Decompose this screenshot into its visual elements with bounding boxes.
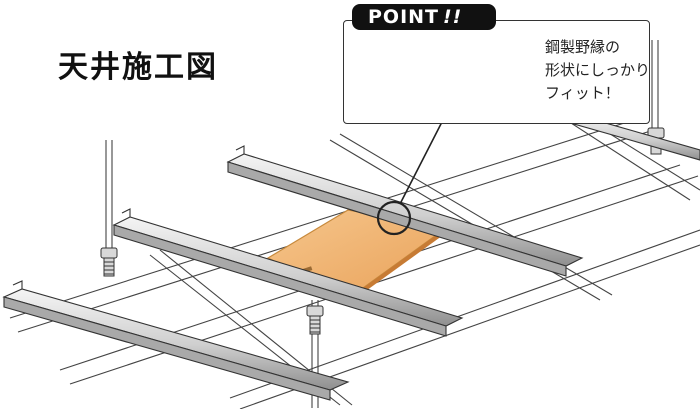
point-badge-text: POINT: [368, 6, 440, 28]
steel-furring-channel: [2, 280, 350, 401]
leader-line: [399, 117, 445, 205]
hanger-bolt-icon: [306, 305, 324, 335]
point-badge: POINT!!: [352, 4, 496, 30]
callout-box: [343, 20, 650, 124]
point-badge-mark: !!: [443, 6, 463, 28]
callout-note: 鋼製野縁の 形状にしっかり フィット！: [545, 36, 650, 105]
page-title: 天井施工図: [58, 50, 218, 85]
magnifier-circle-icon: [376, 200, 412, 236]
steel-furring-channel: [226, 145, 584, 277]
callout-note-line: 鋼製野縁の: [545, 38, 621, 56]
callout-note-line: フィット！: [545, 84, 620, 102]
hanger-bolt-icon: [100, 247, 118, 277]
callout-note-line: 形状にしっかり: [545, 61, 651, 79]
steel-furring-channel: [112, 208, 464, 337]
